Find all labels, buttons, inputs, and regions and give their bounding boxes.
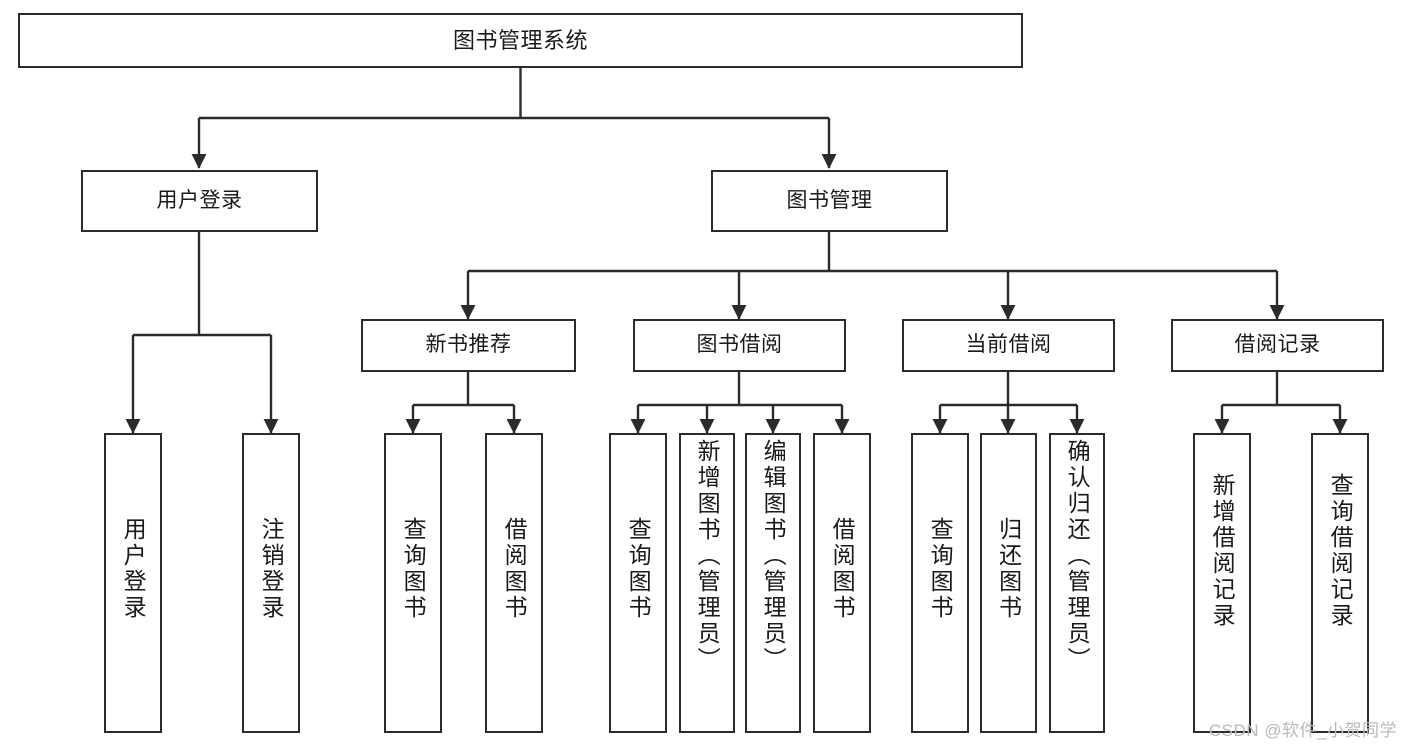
leaf-confirm-return-admin[interactable]: 确认归还（管理员） — [1049, 433, 1105, 733]
node-label: 查询图书 — [400, 517, 427, 621]
node-label: 新增借阅记录 — [1209, 473, 1236, 629]
node-label: 借阅图书 — [829, 517, 856, 621]
node-label: 图书管理系统 — [452, 27, 588, 53]
node-new-book-recommendation[interactable]: 新书推荐 — [361, 319, 576, 372]
node-label: 借阅记录 — [1234, 333, 1321, 357]
node-label: 归还图书 — [995, 517, 1022, 621]
leaf-query-book-borrowing[interactable]: 查询图书 — [609, 433, 667, 733]
leaf-borrow-book-borrowing[interactable]: 借阅图书 — [813, 433, 871, 733]
node-label: 图书管理 — [786, 188, 873, 212]
node-label: 新增图书（管理员） — [694, 439, 721, 673]
csdn-watermark: CSDN @软件_小贺同学 — [1208, 721, 1397, 740]
leaf-query-borrowing-record[interactable]: 查询借阅记录 — [1311, 433, 1369, 733]
leaf-logout[interactable]: 注销登录 — [242, 433, 300, 733]
node-book-borrowing[interactable]: 图书借阅 — [633, 319, 846, 372]
node-book-management[interactable]: 图书管理 — [711, 170, 948, 232]
node-label: 当前借阅 — [965, 333, 1052, 357]
leaf-query-book-new-recommendation[interactable]: 查询图书 — [384, 433, 442, 733]
node-label: 查询借阅记录 — [1327, 473, 1354, 629]
leaf-edit-book-admin[interactable]: 编辑图书（管理员） — [745, 433, 801, 733]
node-user-login[interactable]: 用户登录 — [81, 170, 318, 232]
node-label: 确认归还（管理员） — [1064, 439, 1091, 673]
node-label: 用户登录 — [156, 188, 243, 212]
node-borrowing-record[interactable]: 借阅记录 — [1171, 319, 1384, 372]
node-current-borrowing[interactable]: 当前借阅 — [902, 319, 1115, 372]
node-label: 查询图书 — [927, 517, 954, 621]
node-label: 注销登录 — [258, 517, 285, 621]
node-root-book-management-system[interactable]: 图书管理系统 — [18, 13, 1023, 68]
leaf-add-borrowing-record[interactable]: 新增借阅记录 — [1193, 433, 1251, 733]
leaf-query-book-current[interactable]: 查询图书 — [911, 433, 969, 733]
node-label: 编辑图书（管理员） — [760, 439, 787, 673]
node-label: 借阅图书 — [501, 517, 528, 621]
node-label: 查询图书 — [625, 517, 652, 621]
leaf-return-book[interactable]: 归还图书 — [980, 433, 1037, 733]
node-label: 新书推荐 — [425, 333, 512, 357]
leaf-user-login[interactable]: 用户登录 — [104, 433, 162, 733]
leaf-add-book-admin[interactable]: 新增图书（管理员） — [679, 433, 735, 733]
node-label: 图书借阅 — [696, 333, 783, 357]
leaf-borrow-book-new-recommendation[interactable]: 借阅图书 — [485, 433, 543, 733]
node-label: 用户登录 — [120, 517, 147, 621]
